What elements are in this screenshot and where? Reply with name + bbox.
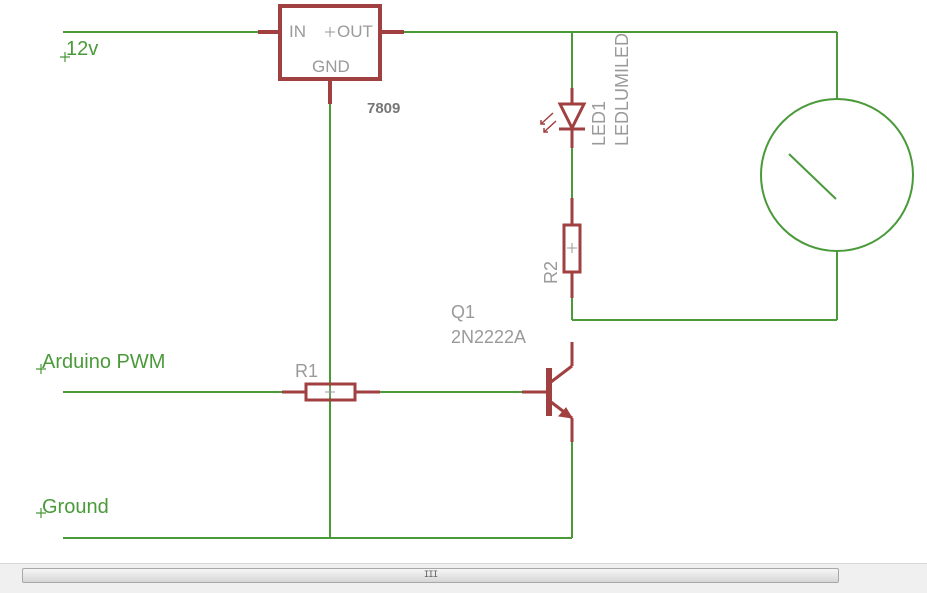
- wires: [63, 31, 914, 539]
- net-marker-12v: [60, 52, 70, 62]
- scrollbar-thumb[interactable]: III: [23, 569, 838, 582]
- net-label-ground: Ground: [42, 496, 109, 518]
- r2-origin-mark: [567, 243, 577, 253]
- scrollbar-track[interactable]: III: [22, 568, 839, 583]
- regulator-pin-out-label: OUT: [337, 22, 373, 41]
- horizontal-scrollbar[interactable]: III: [0, 563, 927, 593]
- led-light-arrows-icon: [540, 112, 557, 133]
- meter-needle: [788, 153, 837, 200]
- q1-collector-diag: [550, 364, 573, 384]
- net-marker-pwm: [36, 364, 46, 374]
- net-label-12v: 12v: [66, 38, 98, 60]
- led-value: LEDLUMILED: [612, 33, 632, 146]
- scrollbar-grip-icon: III: [423, 570, 438, 580]
- transistor-value: 2N2222A: [451, 327, 526, 347]
- net-markers: [36, 52, 70, 518]
- schematic-canvas: 12v Arduino PWM Ground IN OUT GND 7809 L…: [36, 4, 914, 539]
- components: [258, 4, 587, 442]
- regulator-pin-gnd-label: GND: [312, 57, 350, 76]
- net-marker-ground: [36, 508, 46, 518]
- r2-name: R2: [541, 261, 561, 284]
- regulator-value: 7809: [367, 100, 400, 117]
- meter-circle: [760, 98, 914, 252]
- transistor-name: Q1: [451, 302, 475, 322]
- regulator-pin-in-label: IN: [289, 22, 306, 41]
- r1-origin-mark: [325, 387, 335, 397]
- part-origin-marks: [325, 27, 577, 397]
- led-name: LED1: [589, 101, 609, 146]
- r1-name: R1: [295, 361, 318, 381]
- led-triangle: [557, 102, 587, 132]
- regulator-origin-mark: [325, 27, 335, 37]
- net-label-arduino-pwm: Arduino PWM: [42, 351, 165, 373]
- q1-emitter-arrow-icon: [558, 407, 573, 419]
